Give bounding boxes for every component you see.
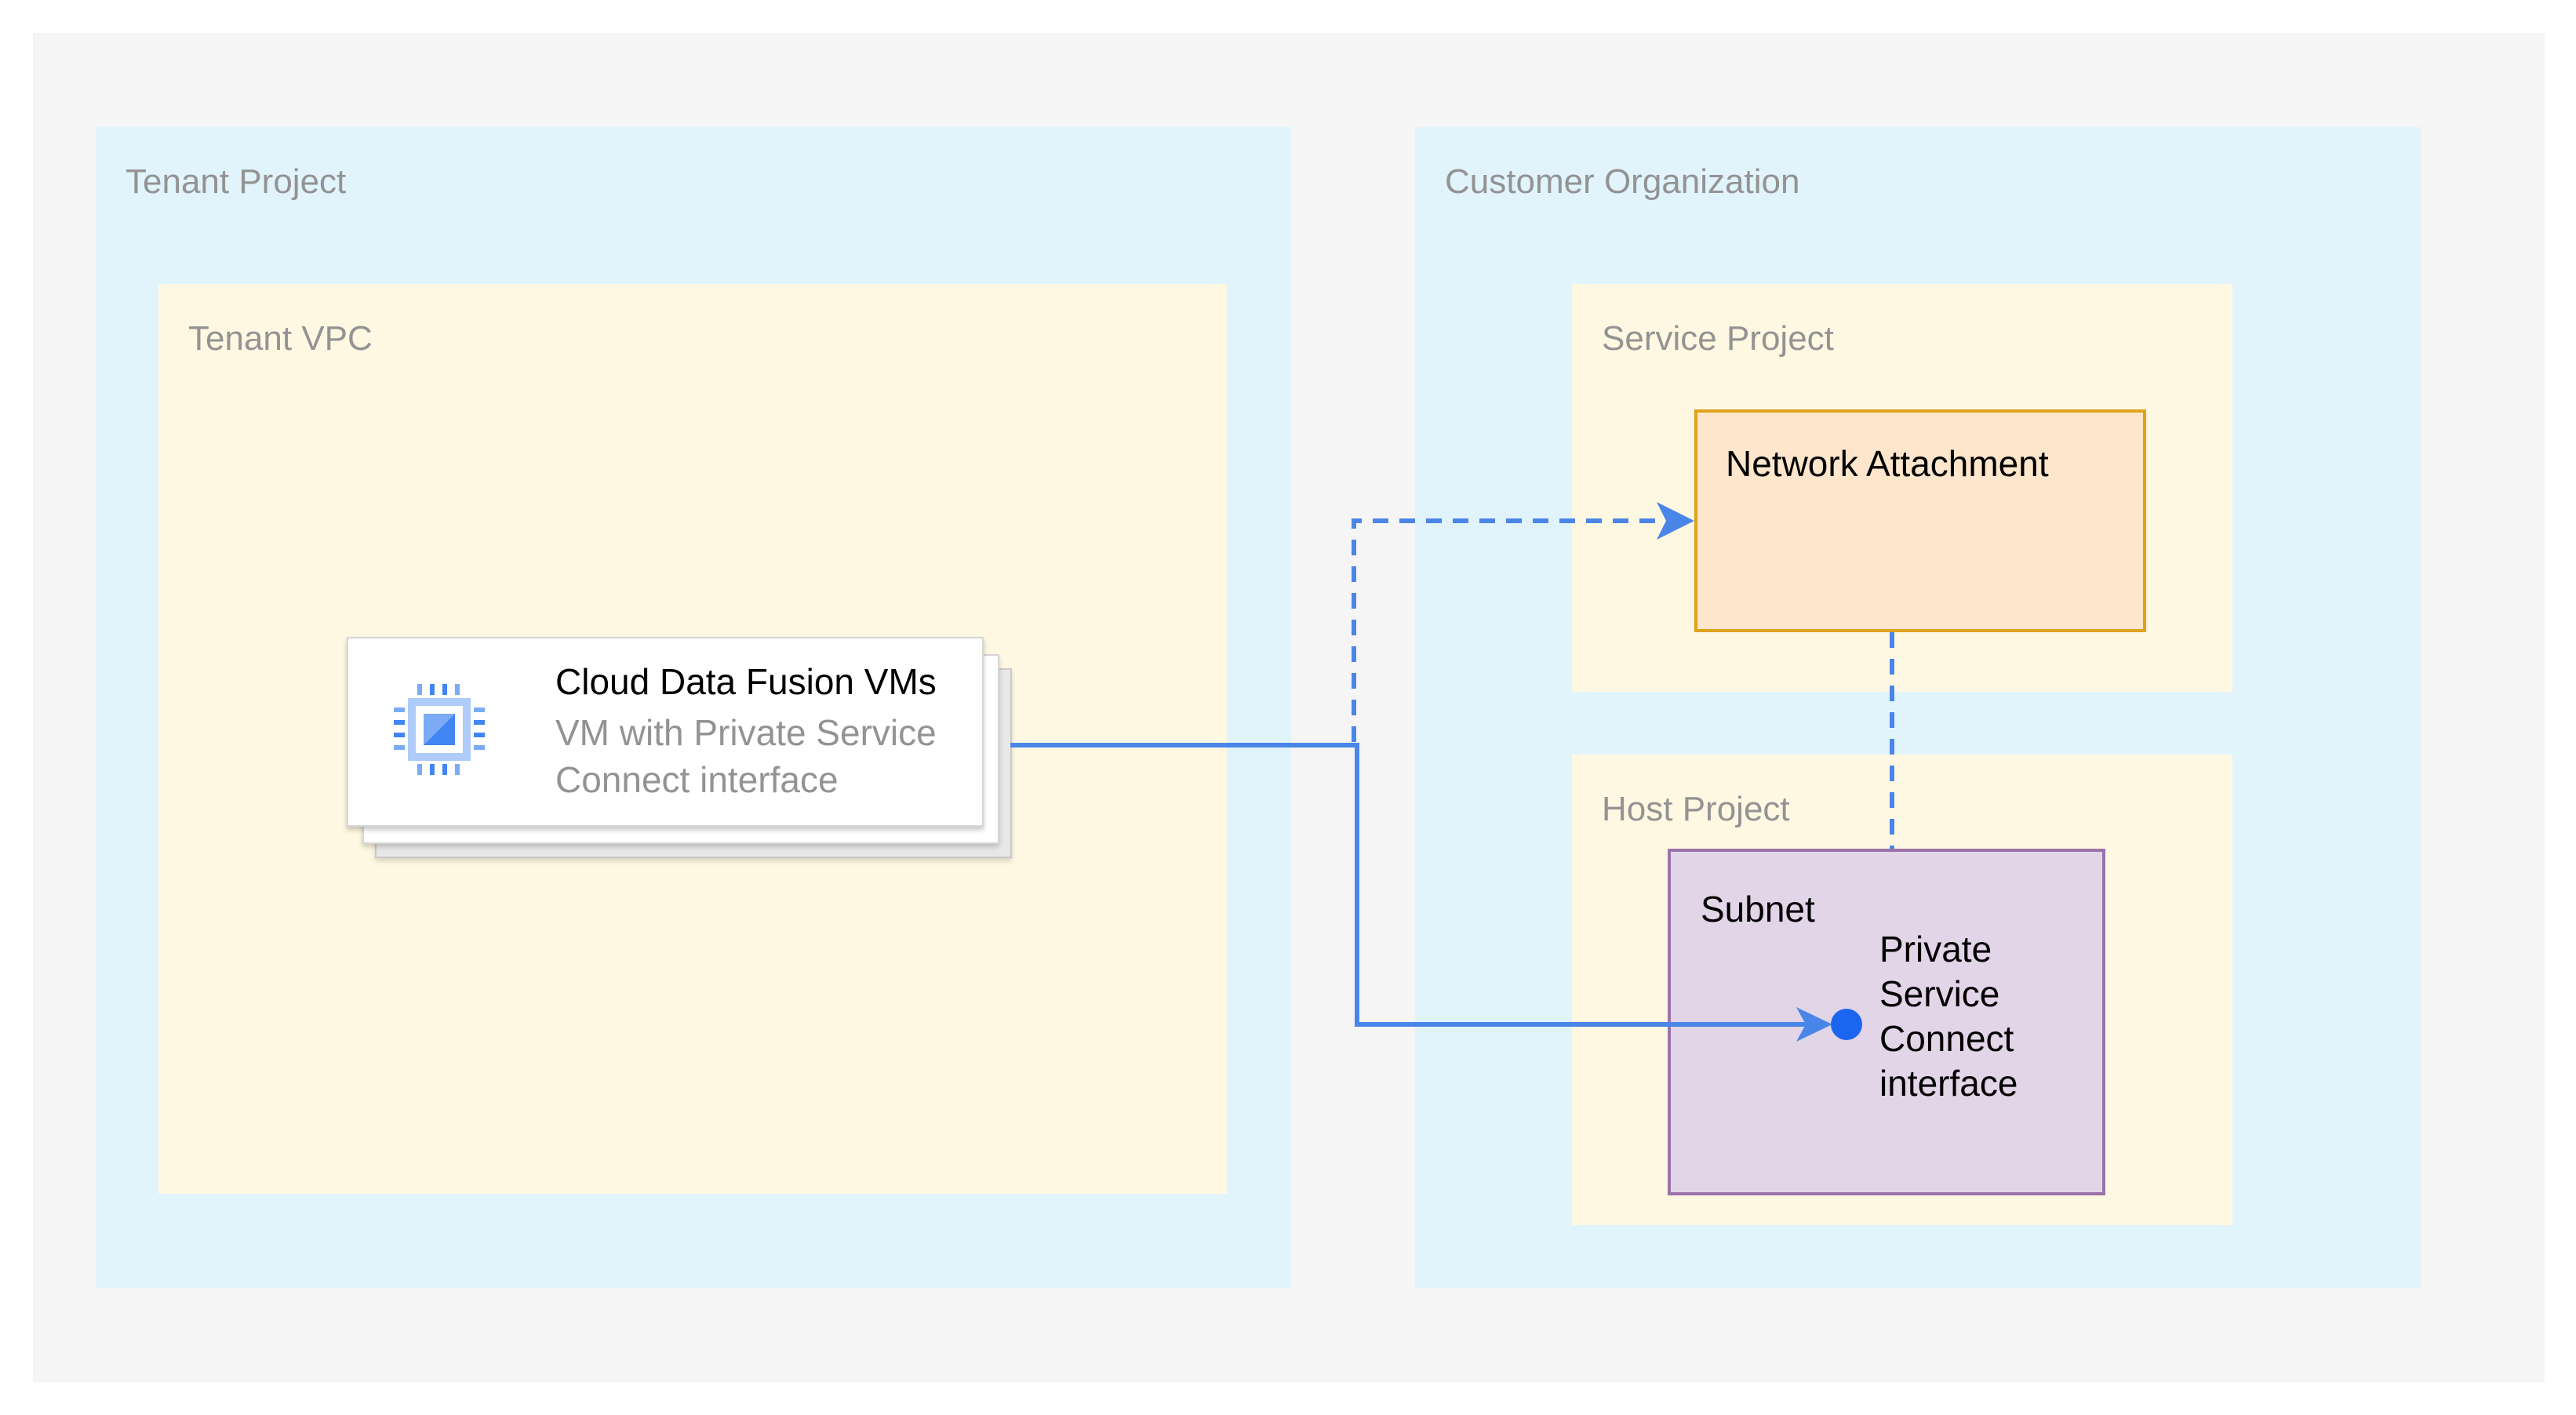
- customer-organization-label: Customer Organization: [1445, 162, 1800, 201]
- vm-card-subtitle: VM with Private Service Connect interfac…: [555, 712, 937, 800]
- psc-interface-label: Private Service Connect interface: [1879, 929, 2018, 1104]
- network-attachment-label: Network Attachment: [1726, 443, 2049, 484]
- subnet-label: Subnet: [1701, 889, 1815, 929]
- host-project-label: Host Project: [1602, 790, 1790, 828]
- vm-card-title: Cloud Data Fusion VMs: [555, 661, 937, 702]
- network-attachment-box[interactable]: [1694, 409, 2146, 632]
- cpu-chip-icon: [394, 684, 485, 775]
- service-project-label: Service Project: [1602, 319, 1834, 358]
- tenant-project-label: Tenant Project: [126, 162, 347, 201]
- tenant-vpc-label: Tenant VPC: [188, 319, 373, 358]
